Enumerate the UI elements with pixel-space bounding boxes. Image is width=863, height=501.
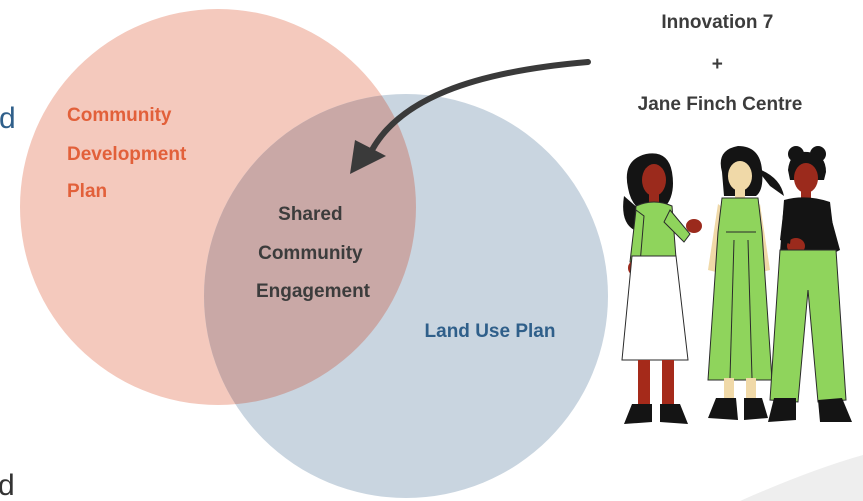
connector-arrow (369, 59, 591, 153)
partner-label: Innovation 7 + Jane Finch Centre (638, 12, 803, 115)
three-women-illustration (621, 146, 852, 424)
corner-decoration (740, 455, 863, 501)
shared-engagement-label: Shared Community Engagement (256, 204, 371, 302)
community-development-label: Community Development Plan (67, 105, 192, 202)
edge-glyph-bottom: d (0, 469, 15, 501)
edge-glyph-top: d (0, 102, 16, 135)
woman-right-figure (768, 146, 852, 422)
woman-left-figure (621, 153, 702, 424)
woman-middle-figure (707, 146, 784, 420)
connector-arrowhead (350, 140, 386, 174)
land-use-plan-label: Land Use Plan (425, 321, 556, 342)
